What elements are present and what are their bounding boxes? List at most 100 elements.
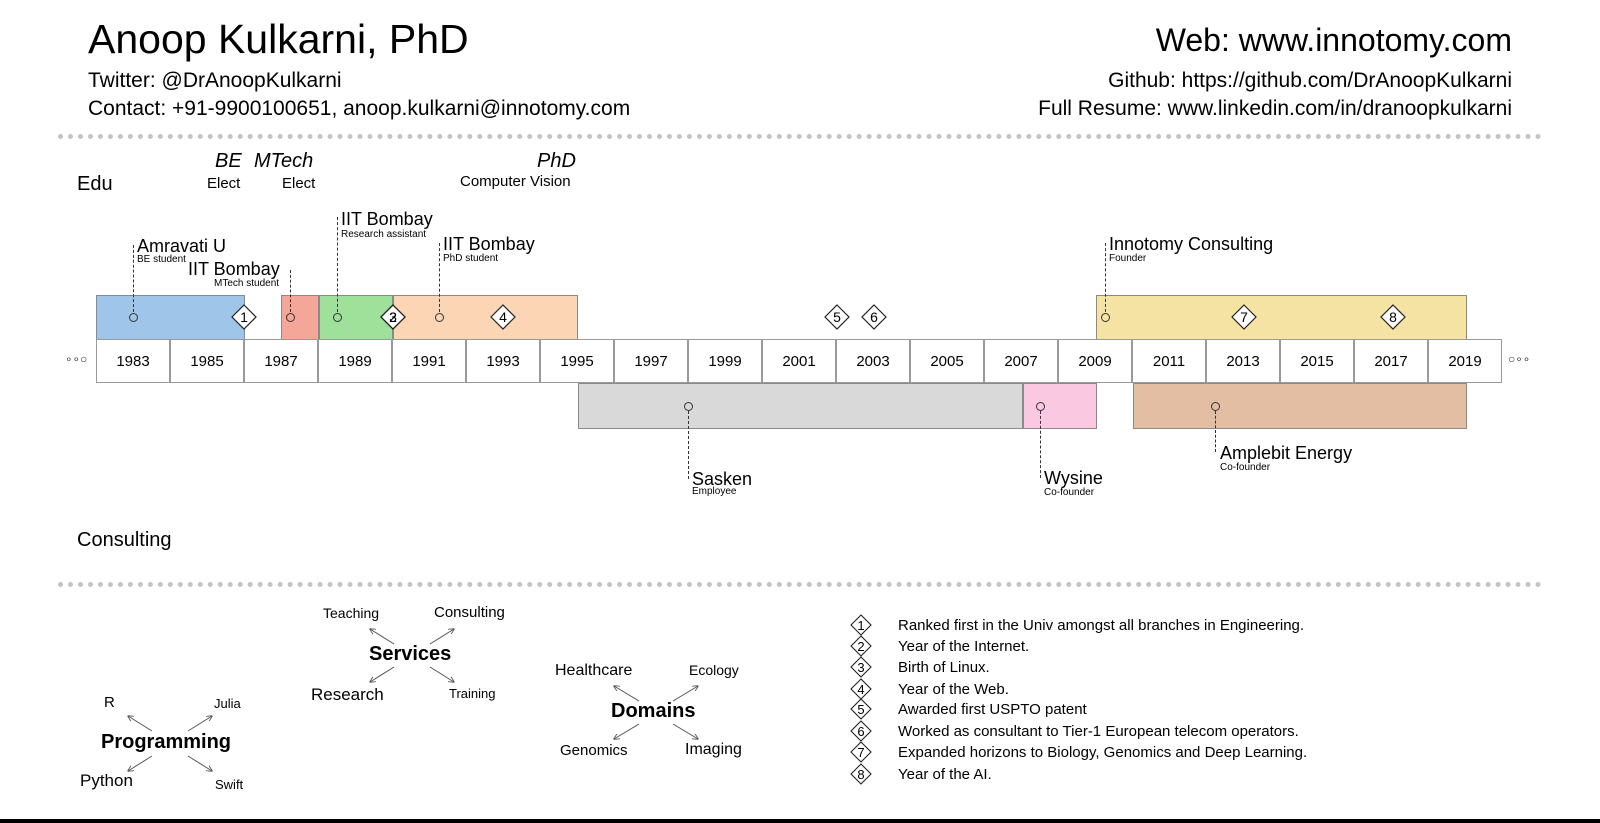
role-amravati: BE student <box>137 254 186 265</box>
label-iitb-phd: IIT Bombay <box>443 234 535 254</box>
legend-text: Year of the AI. <box>898 766 992 783</box>
diamond-icon: 4 <box>850 678 872 700</box>
role-innotomy: Founder <box>1109 253 1147 264</box>
domain-healthcare: Healthcare <box>555 662 633 679</box>
legend-num: 8 <box>857 766 865 782</box>
year-cell: 1989 <box>318 339 392 383</box>
legend-text: Year of the Internet. <box>898 638 1030 655</box>
year-cell: 1993 <box>466 339 540 383</box>
legend-num: 4 <box>857 681 865 697</box>
degree-mtech: MTech <box>254 150 314 172</box>
twitter-handle[interactable]: Twitter: @DrAnoopKulkarni <box>88 69 342 92</box>
year-cell: 1995 <box>540 339 614 383</box>
legend-num: 2 <box>857 638 865 654</box>
role-wysine: Co-founder <box>1044 487 1095 498</box>
marker-4[interactable]: 4 <box>490 304 516 330</box>
service-training: Training <box>449 686 496 701</box>
legend-num: 5 <box>857 701 865 717</box>
service-teaching: Teaching <box>323 605 380 621</box>
year-cell: 2011 <box>1132 339 1206 383</box>
service-consulting: Consulting <box>434 604 505 621</box>
year-cell: 2005 <box>910 339 984 383</box>
leader-innotomy <box>1105 243 1106 312</box>
legend-text: Worked as consultant to Tier-1 European … <box>898 723 1299 740</box>
marker-7[interactable]: 7 <box>1231 304 1257 330</box>
diamond-icon <box>380 304 406 330</box>
skill-swift: Swift <box>215 777 244 792</box>
marker-3[interactable]: 3 <box>380 304 406 330</box>
leader-iitb-phd <box>439 243 440 312</box>
year-cell: 2003 <box>836 339 910 383</box>
year-cell: 1983 <box>96 339 170 383</box>
marker-6[interactable]: 6 <box>861 304 887 330</box>
marker-8-num: 8 <box>1389 309 1397 325</box>
year-cell: 1985 <box>170 339 244 383</box>
leader-amplebit <box>1215 411 1216 452</box>
axis-end-cap: ○∘∘ <box>1508 352 1531 366</box>
diamond-icon <box>231 304 257 330</box>
year-cell: 2015 <box>1280 339 1354 383</box>
year-cell: 2001 <box>762 339 836 383</box>
website-link[interactable]: Web: www.innotomy.com <box>1155 22 1512 58</box>
diamond-icon: 2 <box>850 635 872 657</box>
year-cell: 1991 <box>392 339 466 383</box>
diamond-icon: 1 <box>850 614 872 636</box>
github-link[interactable]: Github: https://github.com/DrAnoopKulkar… <box>1108 69 1512 92</box>
section-edu: Edu <box>77 173 113 195</box>
pin-sasken <box>684 402 693 411</box>
skill-r: R <box>104 694 115 711</box>
domain-imaging: Imaging <box>685 741 742 758</box>
marker-1-num: 1 <box>240 309 248 325</box>
diamond-icon: 8 <box>850 763 872 785</box>
degree-phd: PhD <box>537 150 576 172</box>
leader-sasken <box>688 411 689 479</box>
degree-phd-field: Computer Vision <box>460 173 571 190</box>
leader-wysine <box>1040 411 1041 478</box>
legend-text: Ranked first in the Univ amongst all bra… <box>898 617 1305 634</box>
skill-python: Python <box>80 771 133 790</box>
diamond-icon: 3 <box>850 656 872 678</box>
marker-2-num: 2 <box>389 309 397 325</box>
marker-6-num: 6 <box>870 309 878 325</box>
role-iitb-mtech: MTech student <box>214 278 280 289</box>
leader-iitb-ra <box>337 217 338 312</box>
marker-1[interactable]: 1 <box>231 304 257 330</box>
band-wysine[interactable] <box>1023 383 1097 429</box>
role-sasken: Employee <box>692 486 737 497</box>
skill-hub-domains: Domains <box>611 700 696 722</box>
contact-info[interactable]: Contact: +91-9900100651, anoop.kulkarni@… <box>88 97 631 120</box>
role-iitb-ra: Research assistant <box>341 229 427 240</box>
band-amplebit[interactable] <box>1133 383 1467 429</box>
diamond-icon: 6 <box>850 720 872 742</box>
pin-innotomy <box>1101 313 1110 322</box>
pin-iitb-ra <box>333 313 342 322</box>
legend-num: 6 <box>857 723 865 739</box>
band-sasken[interactable] <box>578 383 1023 429</box>
pin-iitb-mtech <box>286 313 295 322</box>
legend-text: Awarded first USPTO patent <box>898 701 1087 718</box>
divider-bottom <box>58 582 1542 593</box>
divider-top <box>58 134 1542 145</box>
marker-8[interactable]: 8 <box>1380 304 1406 330</box>
resume-link[interactable]: Full Resume: www.linkedin.com/in/dranoop… <box>1038 97 1512 120</box>
legend-num: 1 <box>857 617 865 633</box>
legend-text: Birth of Linux. <box>898 659 990 676</box>
domain-genomics: Genomics <box>560 742 628 759</box>
pin-wysine <box>1036 402 1045 411</box>
diamond-icon <box>824 304 850 330</box>
skill-julia: Julia <box>214 696 241 711</box>
diamond-icon <box>861 304 887 330</box>
leader-amravati <box>133 245 134 312</box>
label-amravati: Amravati U <box>137 236 227 256</box>
degree-be: BE <box>215 150 242 172</box>
legend-num: 3 <box>857 659 865 675</box>
year-cell: 2007 <box>984 339 1058 383</box>
service-research: Research <box>311 685 384 704</box>
role-iitb-phd: PhD student <box>443 253 499 264</box>
skill-hub-services: Services <box>369 643 452 665</box>
diamond-icon <box>1380 304 1406 330</box>
year-cell: 2019 <box>1428 339 1502 383</box>
label-iitb-mtech: IIT Bombay <box>188 259 280 279</box>
marker-5[interactable]: 5 <box>824 304 850 330</box>
